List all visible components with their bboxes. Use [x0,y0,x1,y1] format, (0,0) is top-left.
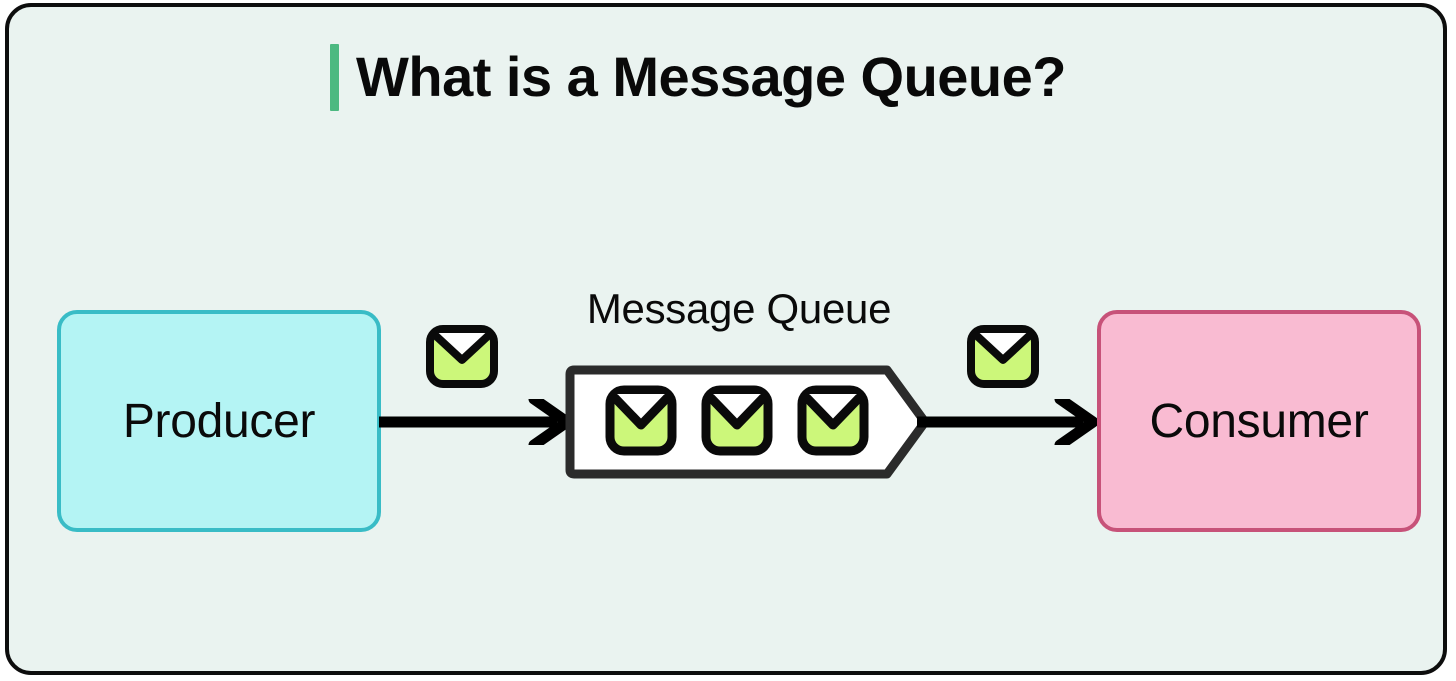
diagram-card: What is a Message Queue? Producer Messag… [5,3,1447,675]
envelope-icon-in-flight-consume [967,325,1039,388]
queue-item-envelope-icon-3 [797,385,869,456]
queue-item-envelope-icon-1 [605,385,677,456]
arrow-queue-to-consumer [917,399,1101,445]
queue-label: Message Queue [586,285,892,332]
node-consumer-label: Consumer [1149,394,1369,448]
envelope-icon-in-flight-produce [426,325,498,388]
node-producer-label: Producer [122,394,316,448]
node-producer: Producer [57,310,381,532]
page-header: What is a Message Queue? [330,41,1066,113]
page-title: What is a Message Queue? [356,45,1066,108]
arrow-producer-to-queue [379,399,575,445]
queue-item-envelope-icon-2 [701,385,773,456]
title-accent-bar [330,43,339,111]
node-consumer: Consumer [1097,310,1421,532]
queue-item-list [605,384,869,456]
